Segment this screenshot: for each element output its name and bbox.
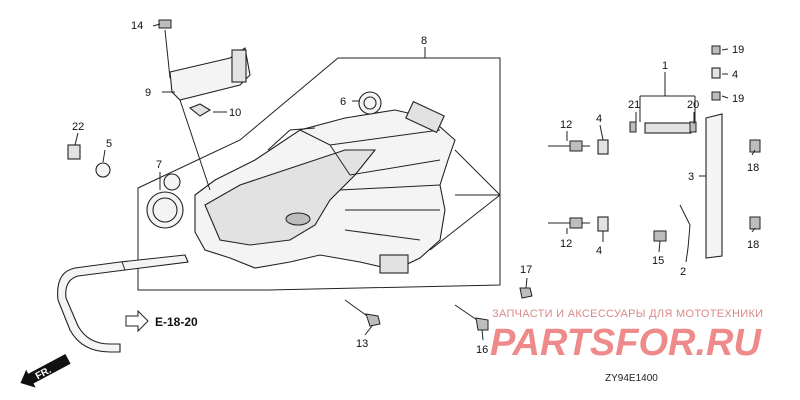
label-part-12-bottom: 12 bbox=[560, 238, 572, 250]
label-part-19-top: 19 bbox=[732, 44, 744, 56]
label-part-10: 9 bbox=[145, 87, 151, 99]
reference-label: E-18-20 bbox=[155, 315, 198, 329]
fuel-rail bbox=[548, 45, 761, 259]
watermark-caption: ЗАПЧАСТИ И АКСЕССУАРЫ ДЛЯ МОТОТЕХНИКИ bbox=[492, 308, 763, 320]
label-part-14: 15 bbox=[652, 255, 664, 267]
front-direction-arrow: FR. bbox=[20, 354, 71, 388]
label-part-22: 22 bbox=[72, 121, 84, 133]
label-part-6: 4 bbox=[732, 69, 738, 81]
label-part-1: 1 bbox=[662, 60, 668, 72]
label-part-15: 16 bbox=[476, 344, 488, 356]
label-part-7: 6 bbox=[340, 96, 346, 108]
label-part-2: 2 bbox=[680, 266, 686, 278]
label-part-17: 17 bbox=[520, 264, 532, 276]
reference-arrow: E-18-20 bbox=[125, 309, 198, 333]
throttle-bracket bbox=[158, 19, 251, 191]
label-part-4-bottom: 4 bbox=[596, 245, 602, 257]
hose bbox=[57, 254, 189, 353]
label-part-12-top: 12 bbox=[560, 119, 572, 131]
label-part-18-top: 18 bbox=[747, 162, 759, 174]
label-part-9: 8 bbox=[421, 35, 427, 47]
label-part-4-top: 4 bbox=[596, 113, 602, 125]
label-part-20: 20 bbox=[687, 99, 699, 111]
bolts bbox=[344, 287, 533, 331]
label-part-8: 7 bbox=[156, 159, 162, 171]
group-frame bbox=[137, 57, 501, 291]
drawing-code: ZY94E1400 bbox=[605, 373, 658, 384]
watermark: ЗАПЧАСТИ И АКСЕССУАРЫ ДЛЯ МОТОТЕХНИКИ PA… bbox=[490, 308, 763, 364]
gaskets bbox=[67, 91, 382, 229]
label-part-11: 10 bbox=[229, 107, 241, 119]
label-part-19-bottom: 19 bbox=[732, 93, 744, 105]
label-part-13: 13 bbox=[356, 338, 368, 350]
intake-manifold bbox=[194, 100, 456, 274]
label-part-21: 21 bbox=[628, 99, 640, 111]
watermark-logo: PARTSFOR.RU bbox=[490, 322, 762, 364]
label-part-18-bottom: 18 bbox=[747, 239, 759, 251]
part-labels: 14 9 10 8 6 7 5 22 1 21 20 19 4 19 12 4 … bbox=[72, 20, 759, 356]
label-part-3: 3 bbox=[688, 171, 694, 183]
leader-lines bbox=[74, 23, 756, 341]
label-part-16: 14 bbox=[131, 20, 143, 32]
label-part-5: 5 bbox=[106, 138, 112, 150]
